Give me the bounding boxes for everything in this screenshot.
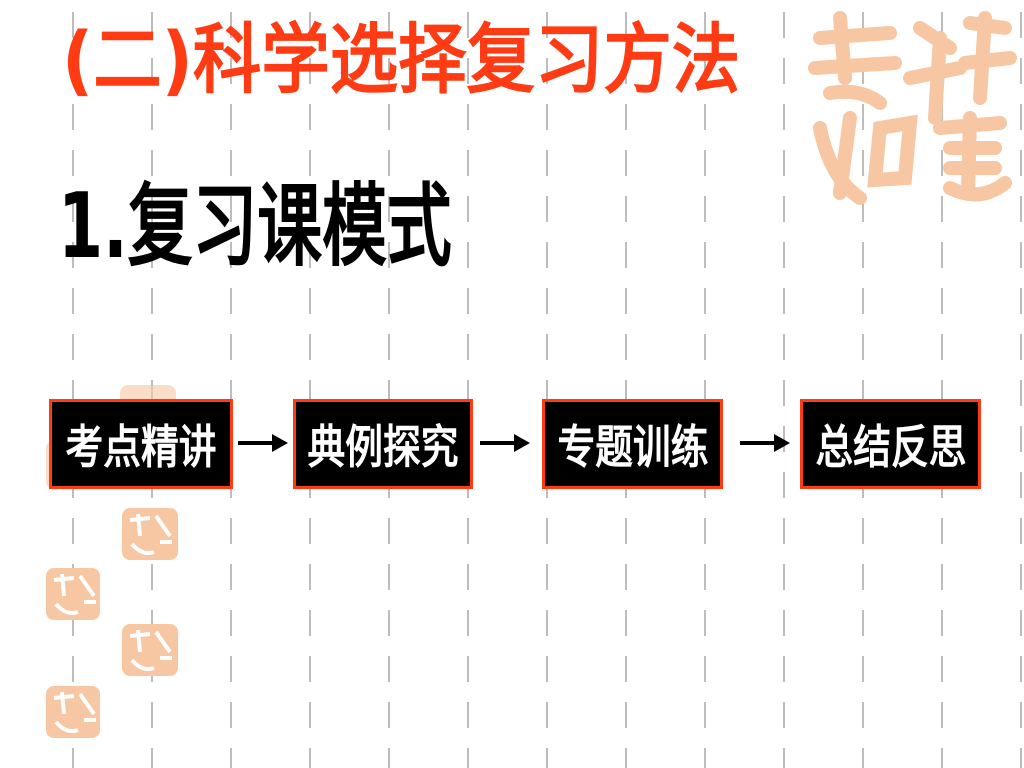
right-arrow-icon — [238, 434, 288, 452]
flow-step-label: 专题训练 — [557, 420, 708, 474]
seal-stamp-icon — [46, 686, 100, 738]
seal-stamp-icon — [46, 568, 100, 620]
seal-stamp-icon — [122, 624, 178, 676]
seal-watermark-large-icon — [808, 11, 1017, 205]
page-title: (二)科学选择复习方法 — [62, 15, 741, 104]
flow-step-1: 考点精讲 — [49, 399, 233, 489]
seal-stamp-icon — [122, 508, 178, 560]
right-arrow-icon — [480, 434, 530, 452]
flow-step-4: 总结反思 — [800, 399, 981, 489]
flow-step-label: 典例探究 — [307, 420, 459, 474]
flow-step-3: 专题训练 — [542, 399, 723, 489]
section-heading: 1.复习课模式 — [58, 174, 452, 279]
flow-step-2: 典例探究 — [293, 399, 473, 489]
flow-step-label: 总结反思 — [815, 420, 966, 474]
flow-step-label: 考点精讲 — [65, 420, 217, 474]
right-arrow-icon — [740, 434, 790, 452]
